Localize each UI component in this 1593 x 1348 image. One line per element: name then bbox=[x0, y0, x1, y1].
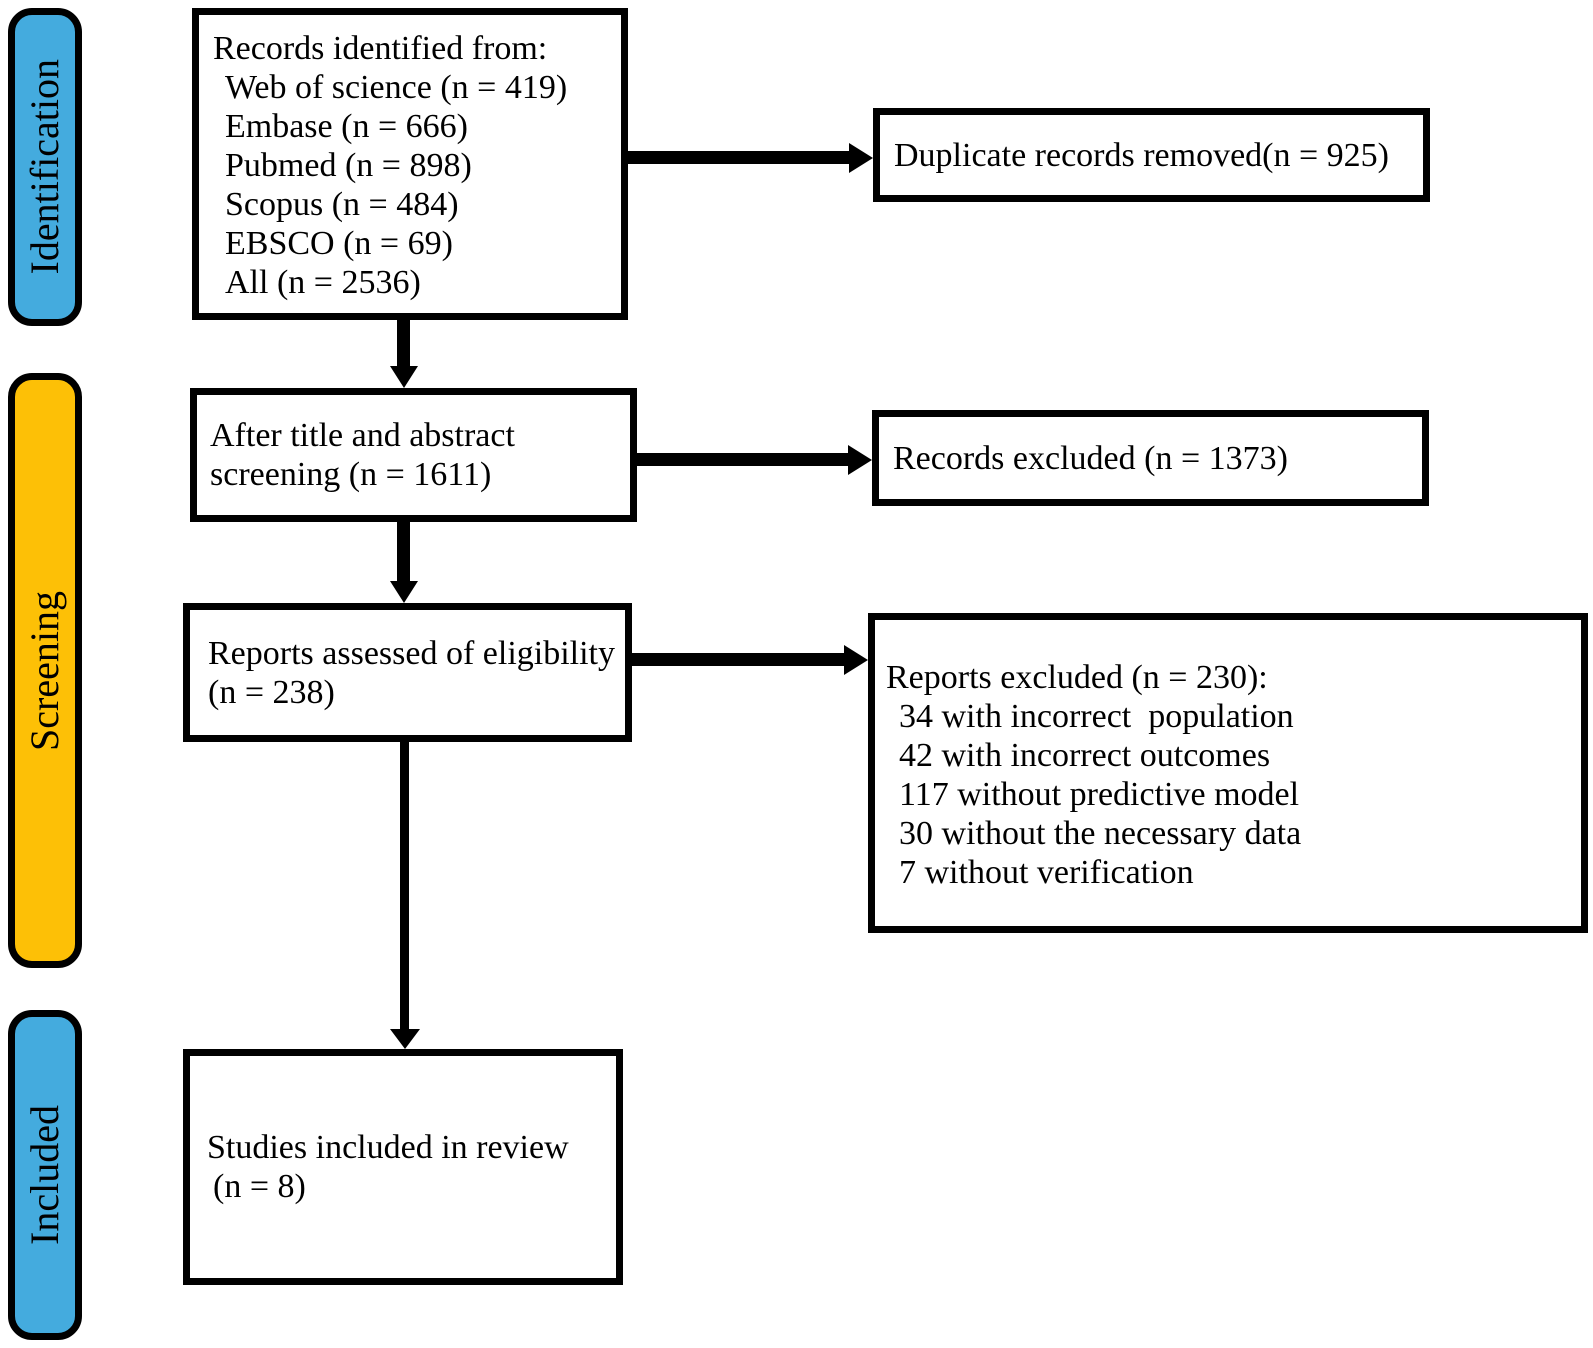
records-identified-title: Records identified from: bbox=[213, 30, 548, 67]
title-abstract-screening-line2: screening (n = 1611) bbox=[210, 456, 492, 493]
reports-excluded-box: Reports excluded (n = 230): 34 with inco… bbox=[868, 613, 1588, 933]
records-identified-box: Records identified from: Web of science … bbox=[192, 8, 628, 320]
stage-label-screening: Screening bbox=[22, 590, 67, 751]
exclusion-reason-verification: 7 without verification bbox=[899, 854, 1194, 891]
reports-assessed-line1: Reports assessed of eligibility bbox=[208, 634, 616, 672]
arrow-identified-to-screening bbox=[397, 320, 410, 366]
stage-pill-identification: Identification bbox=[8, 8, 82, 326]
records-excluded-box: Records excluded (n = 1373) bbox=[872, 410, 1429, 506]
records-excluded-text: Records excluded (n = 1373) bbox=[893, 439, 1288, 477]
stage-pill-included: Included bbox=[8, 1010, 82, 1340]
title-abstract-screening-line1: After title and abstract bbox=[210, 417, 515, 454]
arrow-assessed-to-included bbox=[400, 742, 409, 1029]
studies-included-box: Studies included in review (n = 8) bbox=[183, 1049, 623, 1285]
source-pubmed: Pubmed (n = 898) bbox=[225, 147, 472, 184]
arrowhead-identified-to-screening bbox=[390, 366, 418, 388]
arrowhead-screening-to-records-excluded bbox=[848, 445, 872, 475]
reports-assessed-line2: (n = 238) bbox=[208, 673, 335, 711]
source-ebsco: EBSCO (n = 69) bbox=[225, 225, 453, 262]
arrowhead-identified-to-duplicates bbox=[849, 143, 873, 173]
arrow-screening-to-records-excluded bbox=[637, 453, 848, 466]
reports-assessed-box: Reports assessed of eligibility (n = 238… bbox=[183, 603, 632, 742]
source-embase: Embase (n = 666) bbox=[225, 108, 468, 145]
arrow-screening-to-assessed bbox=[397, 522, 410, 581]
exclusion-reason-population: 34 with incorrect population bbox=[899, 698, 1294, 735]
studies-included-line2: (n = 8) bbox=[213, 1168, 306, 1205]
duplicates-removed-text: Duplicate records removed(n = 925) bbox=[894, 136, 1389, 174]
stage-label-identification: Identification bbox=[22, 59, 67, 275]
duplicates-removed-box: Duplicate records removed(n = 925) bbox=[873, 108, 1430, 202]
exclusion-reason-predictive-model: 117 without predictive model bbox=[899, 776, 1300, 813]
exclusion-reason-outcomes: 42 with incorrect outcomes bbox=[899, 737, 1271, 774]
reports-excluded-title: Reports excluded (n = 230): bbox=[886, 659, 1268, 696]
arrowhead-screening-to-assessed bbox=[390, 581, 418, 603]
source-all-total: All (n = 2536) bbox=[225, 264, 421, 301]
exclusion-reason-necessary-data: 30 without the necessary data bbox=[899, 815, 1302, 852]
studies-included-line1: Studies included in review bbox=[207, 1129, 569, 1166]
stage-pill-screening: Screening bbox=[8, 373, 82, 968]
arrowhead-assessed-to-reports-excluded bbox=[844, 645, 868, 675]
arrow-assessed-to-reports-excluded bbox=[632, 653, 844, 666]
arrowhead-assessed-to-included bbox=[390, 1029, 420, 1049]
stage-label-included: Included bbox=[22, 1105, 67, 1245]
title-abstract-screening-box: After title and abstract screening (n = … bbox=[190, 388, 637, 522]
source-scopus: Scopus (n = 484) bbox=[225, 186, 459, 223]
arrow-identified-to-duplicates bbox=[628, 151, 849, 164]
source-web-of-science: Web of science (n = 419) bbox=[225, 69, 568, 106]
